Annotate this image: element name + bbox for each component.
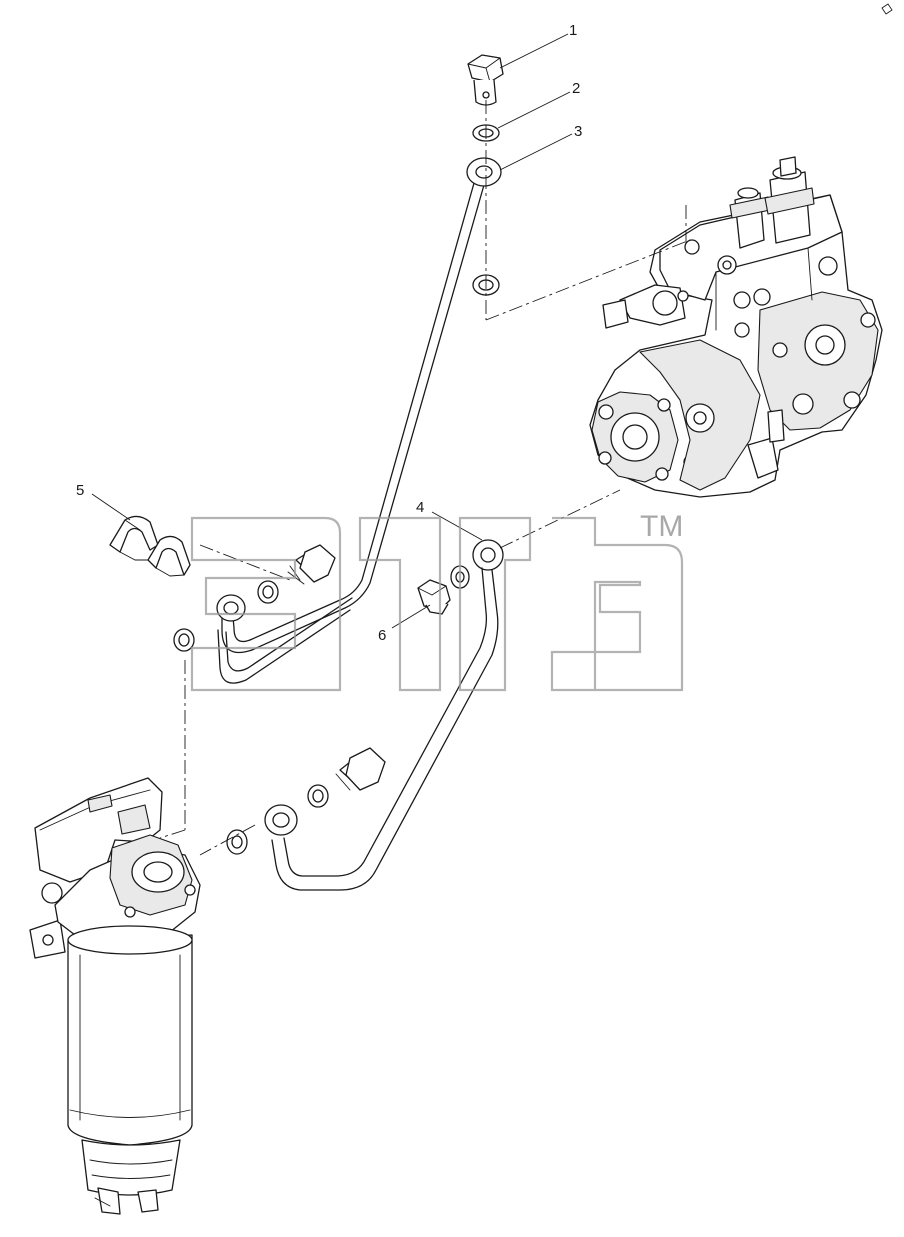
fuel-pipe-4: [264, 539, 504, 891]
callout-4: 4: [416, 499, 424, 516]
leader-lines: [91, 33, 573, 629]
pipe-clamp-5: [109, 515, 191, 577]
callout-1: 1: [569, 22, 577, 39]
assembly-centerlines: [159, 100, 691, 856]
callout-3: 3: [574, 123, 582, 140]
banjo-bolt-lower: [335, 747, 386, 791]
fuel-pipe-3: [216, 157, 502, 684]
fuel-filter-assembly: [29, 777, 201, 1215]
callout-5: 5: [76, 482, 84, 499]
corner-mark: [881, 3, 893, 15]
callout-6: 6: [378, 627, 386, 644]
plug-6: [417, 579, 451, 615]
fuel-injection-pump: [589, 156, 883, 498]
callout-2: 2: [572, 80, 580, 97]
watermark-tm: TM: [640, 510, 683, 543]
banjo-bolt-middle: [287, 544, 336, 585]
banjo-bolt-1: [467, 54, 504, 106]
watermark-logo: TM: [190, 510, 683, 692]
